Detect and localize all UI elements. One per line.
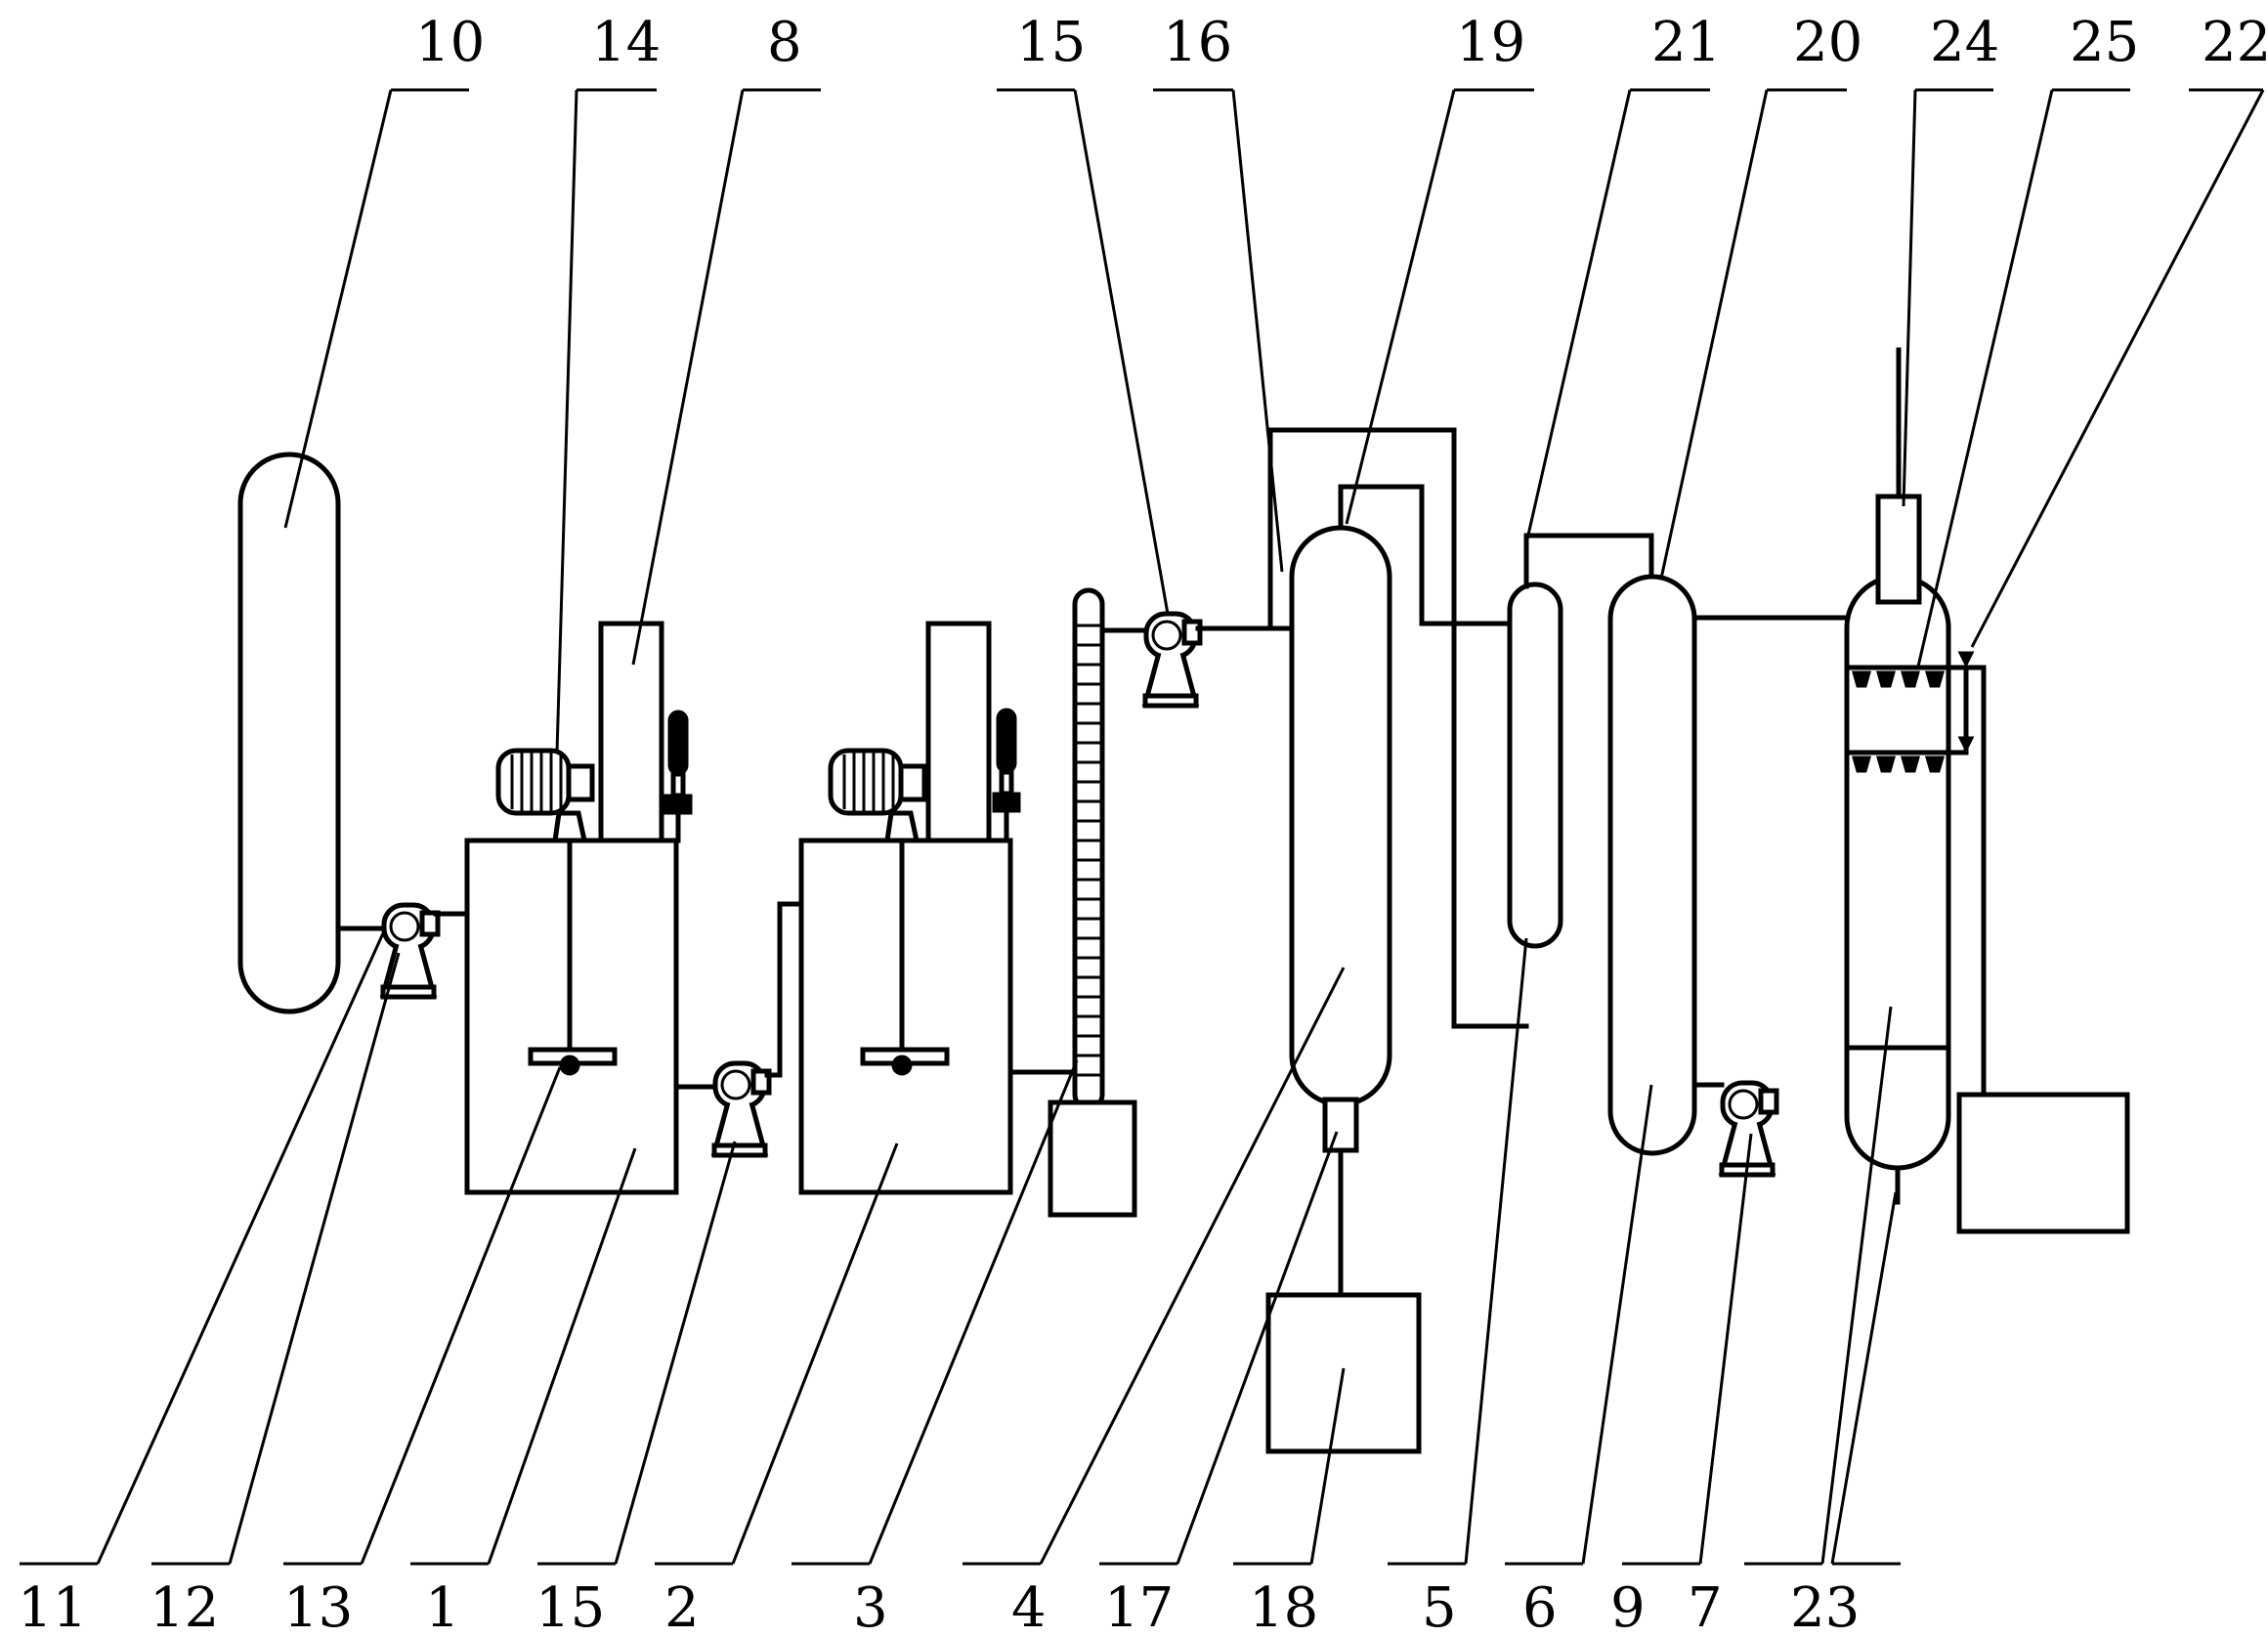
column-tank2	[925, 621, 992, 843]
reaction-tank-2	[798, 838, 1013, 1195]
label-10: 10	[415, 11, 485, 74]
nozzle-1	[1852, 670, 1871, 688]
shaft-mount-1	[552, 810, 588, 843]
label-25: 25	[2070, 11, 2139, 74]
water-tank	[1956, 1092, 2130, 1234]
pipe-19-to-21	[1338, 484, 1513, 626]
label-11: 11	[18, 1576, 87, 1638]
nozzle-2	[1876, 670, 1896, 688]
agitator-hub-1	[559, 1055, 580, 1076]
label-1: 1	[425, 1576, 460, 1638]
valve-1	[1957, 651, 1975, 668]
labels-top: 10 14 8 15 16 19 21 20 24 25 22	[415, 11, 2268, 74]
pipe-5-top	[1523, 533, 1654, 580]
motor-tank2	[831, 751, 924, 813]
nozzle-3	[1901, 670, 1920, 688]
label-15-top: 15	[1016, 11, 1086, 74]
label-12: 12	[150, 1576, 219, 1638]
label-23: 23	[1790, 1576, 1860, 1638]
label-19: 19	[1456, 11, 1525, 74]
valve-2	[1957, 736, 1975, 754]
label-18: 18	[1249, 1576, 1318, 1638]
nozzle-7	[1901, 755, 1920, 773]
label-7: 7	[1688, 1576, 1723, 1638]
spray-line	[1946, 665, 1987, 1098]
column-8	[598, 621, 664, 843]
dryer-outlet-17	[1322, 1097, 1359, 1153]
label-15-bottom: 15	[535, 1576, 605, 1638]
pump-15b	[714, 1063, 769, 1155]
label-2: 2	[664, 1576, 700, 1638]
label-16: 16	[1163, 11, 1232, 74]
leader-lines	[20, 88, 2265, 1566]
pipe-16	[1267, 427, 1529, 1029]
shaft-mount-2	[884, 810, 920, 843]
label-5: 5	[1422, 1576, 1457, 1638]
nozzle-8	[1925, 755, 1945, 773]
label-4: 4	[1011, 1576, 1047, 1638]
labels-bottom: 11 12 13 1 15 2 3 4 17 18 5 6 9 7 23	[18, 1576, 1860, 1638]
label-17: 17	[1104, 1576, 1174, 1638]
label-21: 21	[1651, 11, 1721, 74]
thermometer-2	[994, 710, 1019, 811]
label-13: 13	[283, 1576, 353, 1638]
label-14: 14	[591, 11, 661, 74]
label-9: 9	[1610, 1576, 1646, 1638]
nozzle-6	[1876, 755, 1896, 773]
pump-15a	[1145, 614, 1200, 706]
conveyor-3-flights	[1075, 624, 1102, 1077]
label-24: 24	[1930, 11, 1999, 74]
storage-tank-10	[237, 452, 341, 1014]
motor-14	[498, 751, 592, 813]
nozzle-5	[1852, 755, 1871, 773]
separator-5	[1507, 582, 1563, 949]
top-outlet-24	[1875, 494, 1922, 605]
thermometer-1	[665, 711, 691, 813]
pipe-to-tank2	[764, 901, 804, 1078]
label-8: 8	[767, 11, 802, 74]
dryer-4	[1289, 525, 1392, 1107]
column-6	[1607, 574, 1697, 1156]
conveyor-3-tube	[1072, 587, 1105, 1111]
label-3: 3	[853, 1576, 888, 1638]
label-22: 22	[2202, 11, 2268, 74]
label-6: 6	[1522, 1576, 1558, 1638]
agitator-hub-2	[891, 1055, 913, 1076]
label-20: 20	[1793, 11, 1862, 74]
nozzle-4	[1925, 670, 1945, 688]
collector-box-3	[1048, 1099, 1137, 1218]
